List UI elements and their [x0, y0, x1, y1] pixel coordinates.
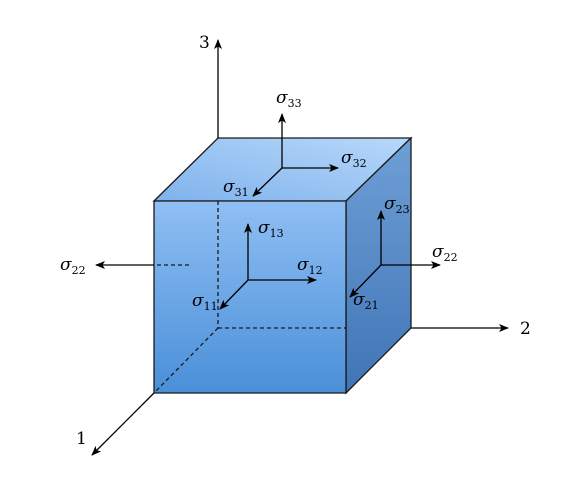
sigma-22-left-label: σ22 [60, 255, 86, 277]
sigma-23-label: σ23 [384, 194, 410, 216]
sigma-32-label: σ32 [341, 148, 367, 170]
sigma-12-label: σ12 [297, 255, 323, 277]
axis-3-label: 3 [199, 33, 210, 53]
sigma-11-arrow [219, 279, 249, 310]
axis-2-label: 2 [520, 319, 531, 339]
sigma-22-right-label: σ22 [432, 242, 458, 264]
sigma-31-label: σ31 [223, 177, 249, 199]
sigma-11-label: σ11 [192, 291, 218, 313]
sigma-13-label: σ13 [258, 218, 284, 240]
sigma-21-arrow [349, 264, 382, 298]
sigma-31-arrow [252, 167, 283, 197]
axis-1-label: 1 [76, 429, 87, 449]
sigma-33-label: σ33 [276, 88, 302, 110]
axis-1-arrow [91, 392, 155, 456]
sigma-21-label: σ21 [353, 290, 379, 312]
axis-1-hidden-front [153, 327, 219, 394]
